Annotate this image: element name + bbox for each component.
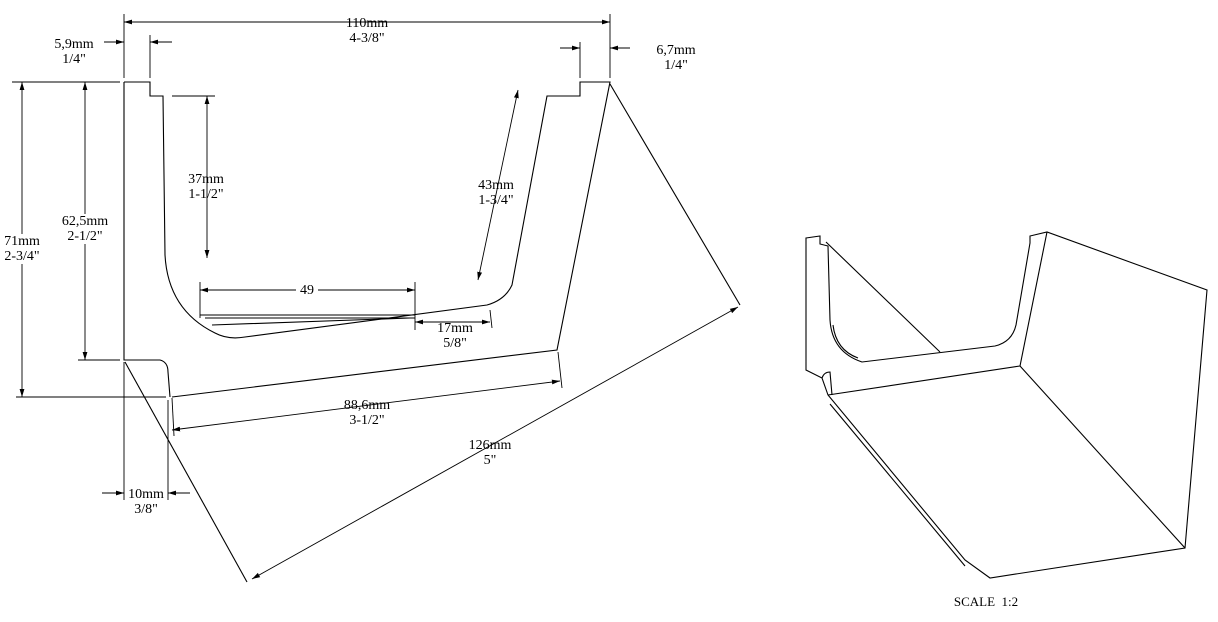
dim-mm: 110mm	[345, 16, 389, 31]
dimension-lines	[12, 14, 739, 580]
dim-inch: 1/4"	[62, 52, 86, 67]
dim-inch: 3/8"	[134, 502, 158, 517]
dim-49-label: 49	[296, 283, 318, 298]
dim-inch: 5"	[483, 453, 497, 468]
dim-inch: 2-3/4"	[4, 249, 40, 264]
dim-mm: 49	[300, 283, 314, 298]
dim-mm: 6,7mm	[656, 43, 696, 58]
dim-mm: 43mm	[478, 178, 514, 193]
isometric-view	[805, 231, 1208, 579]
dim-mm: 88,6mm	[343, 398, 391, 413]
profile-view	[123, 81, 741, 583]
dim-mm: 126mm	[468, 438, 512, 453]
scale-label: SCALE 1:2	[953, 594, 1019, 609]
dim-inch: 1/4"	[664, 58, 688, 73]
dim-inch: 1-1/2"	[188, 187, 224, 202]
dim-mm: 71mm	[4, 234, 40, 249]
dim-inch: 3-1/2"	[349, 413, 385, 428]
dim-inch: 4-3/8"	[349, 31, 385, 46]
dim-mm: 17mm	[437, 321, 473, 336]
dim-inch: 5/8"	[443, 336, 467, 351]
dim-inch: 1-3/4"	[478, 193, 514, 208]
dim-mm: 10mm	[128, 487, 164, 502]
dim-mm: 37mm	[188, 172, 224, 187]
dim-mm: 5,9mm	[54, 37, 94, 52]
dim-inch: 2-1/2"	[67, 229, 103, 244]
dim-mm: 62,5mm	[61, 214, 109, 229]
